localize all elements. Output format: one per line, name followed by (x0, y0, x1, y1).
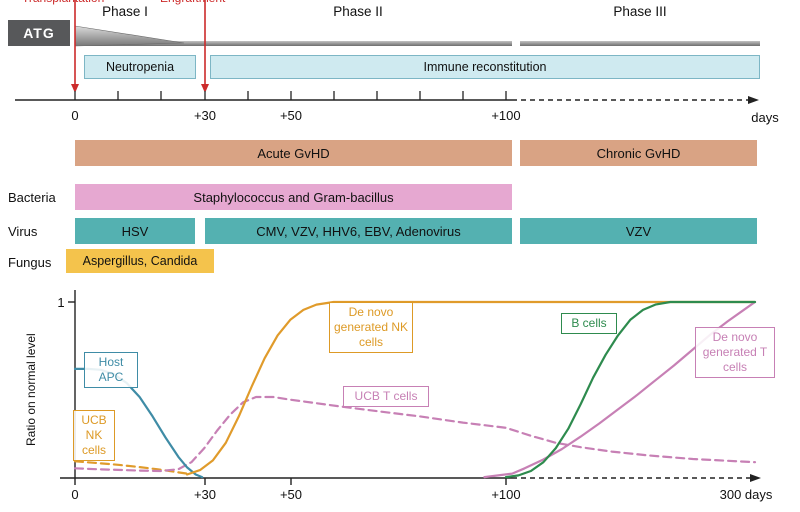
chart-y-axis-title: Ratio on normal level (24, 333, 38, 447)
chart-x-tick-0: 0 (71, 487, 79, 502)
chart-x-tick-100: +100 (491, 487, 521, 502)
phase-1-label: Phase I (102, 4, 148, 19)
bacteria-row-label: Bacteria (8, 190, 56, 205)
phase-2-label: Phase II (333, 4, 383, 19)
transplantation-label: Transplantation (22, 0, 104, 5)
top-axis-unit-label: days (751, 110, 779, 125)
ucb-nk-label: UCB NK cells (73, 410, 115, 461)
top-axis-tick-100: +100 (491, 108, 521, 123)
chart-y-tick-1: 1 (57, 295, 65, 310)
chronic-gvhd-bar: Chronic GvHD (520, 140, 757, 166)
chart-x-axis-arrowhead (750, 474, 761, 482)
engraftment-arrow (201, 0, 209, 93)
phase-3-bracket-bar (520, 41, 760, 46)
de-novo-nk-label: De novo generated NK cells (329, 302, 413, 353)
curve-ucb-t (73, 395, 757, 473)
fungus-row-label: Fungus (8, 255, 52, 270)
engraftment-label: Engraftment (160, 0, 225, 5)
top-axis-ticks (74, 91, 507, 100)
neutropenia-box: Neutropenia (84, 55, 196, 79)
transplantation-arrow (71, 0, 79, 93)
de-novo-t-label: De novo generated T cells (695, 327, 775, 378)
phase-1-2-bracket-bar (75, 41, 512, 46)
curve-de-novo-nk (186, 300, 757, 476)
virus-cmv-bar: CMV, VZV, HHV6, EBV, Adenovirus (205, 218, 512, 244)
curve-ucb-nk (73, 460, 189, 475)
top-axis-arrowhead (748, 96, 759, 104)
virus-row-label: Virus (8, 224, 38, 239)
top-axis-tick-0: 0 (71, 108, 79, 123)
atg-box: ATG (8, 20, 70, 46)
chart-x-tick-50: +50 (279, 487, 303, 502)
top-axis-tick-30: +30 (193, 108, 217, 123)
chart-x-tick-30: +30 (193, 487, 217, 502)
virus-hsv-bar: HSV (75, 218, 195, 244)
top-axis-tick-50: +50 (279, 108, 303, 123)
b-cells-label: B cells (561, 313, 617, 334)
virus-vzv-bar: VZV (520, 218, 757, 244)
phase-3-label: Phase III (613, 4, 667, 19)
ucb-t-label: UCB T cells (343, 386, 429, 407)
chart-x-end-label: 300 days (719, 487, 773, 502)
bacteria-bar: Staphylococcus and Gram-bacillus (75, 184, 512, 210)
acute-gvhd-bar: Acute GvHD (75, 140, 512, 166)
host-apc-label: Host APC (84, 352, 138, 388)
immune-reconstitution-box: Immune reconstitution (210, 55, 760, 79)
fungus-bar: Aspergillus, Candida (66, 249, 214, 273)
